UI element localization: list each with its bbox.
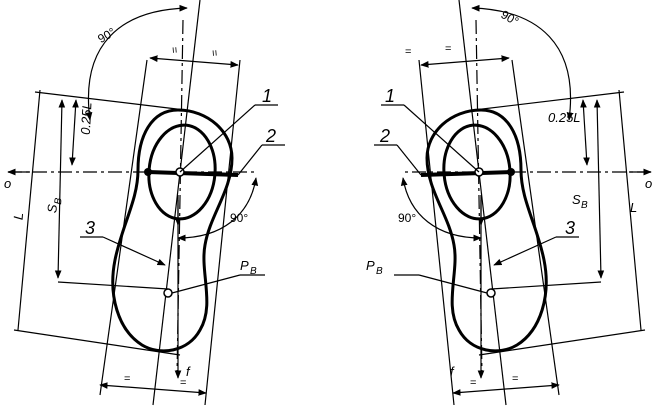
left-L-label: L xyxy=(11,212,27,221)
left-angle-mid-label: 90° xyxy=(230,211,248,225)
left-angle-arc-mid xyxy=(177,177,259,242)
left-f-label: f xyxy=(186,364,191,379)
left-leader-pb xyxy=(171,274,241,294)
right-o-label: o xyxy=(645,176,652,191)
right-callout-2: 2 xyxy=(379,126,390,146)
left-eq-bot-b: = xyxy=(180,377,186,389)
left-sb-sub: B xyxy=(53,197,65,205)
left-leader-2 xyxy=(237,144,263,176)
right-025L-dim-line xyxy=(580,99,590,166)
right-heel-width-line xyxy=(420,170,512,177)
left-ext-line-top xyxy=(34,91,186,111)
left-sb-main: S xyxy=(44,203,60,213)
right-callout-1: 1 xyxy=(385,86,395,106)
right-025L-label: 0.25L xyxy=(548,110,581,125)
left-top-width-dim xyxy=(149,55,239,68)
right-pb-main: P xyxy=(366,258,375,273)
right-eq-top-a: = xyxy=(445,43,451,55)
right-heel-edge-point xyxy=(507,168,515,176)
left-eq-top-b: = xyxy=(208,49,221,56)
right-leader-2 xyxy=(396,144,422,176)
left-pb-sub: B xyxy=(250,266,257,277)
right-L-label: L xyxy=(630,200,637,215)
left-angle-top-label: 90° xyxy=(95,25,118,46)
right-sb-sub: B xyxy=(581,200,588,211)
right-angle-arc-top xyxy=(471,4,574,121)
left-ext-line-pb xyxy=(57,281,169,290)
right-footprint xyxy=(374,0,652,406)
left-o-label: o xyxy=(4,176,11,191)
left-footprint: 1 2 3 90° 90° 0.25L S B L P B o f = = = … xyxy=(4,0,285,406)
right-sb-dim-line xyxy=(593,99,605,279)
left-bottom-width-dim xyxy=(99,382,207,396)
right-ext-line-pb xyxy=(490,281,602,290)
right-f-label: f xyxy=(450,364,455,379)
left-foot-outline xyxy=(111,108,234,353)
right-eq-top-b: = xyxy=(405,46,411,58)
right-angle-arc-mid xyxy=(400,177,482,242)
right-eq-bot-a: = xyxy=(470,377,476,389)
left-eq-top-a: = xyxy=(168,46,181,53)
left-pb-main: P xyxy=(240,258,249,273)
right-pb-point xyxy=(486,288,496,298)
right-foot-outline xyxy=(425,108,548,353)
left-leader-3 xyxy=(102,236,166,266)
right-ext-line-bottom xyxy=(478,329,646,356)
left-angle-arc-top xyxy=(85,4,188,121)
right-ext-line-top xyxy=(473,91,625,111)
right-callout-3: 3 xyxy=(565,218,575,238)
right-sb-main: S xyxy=(572,192,581,207)
left-vertical-boundary xyxy=(152,0,201,406)
left-callout-1: 1 xyxy=(262,86,272,106)
right-leader-1 xyxy=(403,104,480,173)
right-leader-pb xyxy=(418,274,488,294)
left-sb-label: S B xyxy=(44,197,65,214)
left-025L-label: 0.25L xyxy=(78,102,95,135)
left-heel-width-line xyxy=(147,170,239,177)
right-top-width-dim xyxy=(420,55,510,68)
right-angle-top-label: 90° xyxy=(498,7,521,28)
left-pb-point xyxy=(163,288,173,298)
left-eq-bot-a: = xyxy=(124,373,130,385)
right-eq-bot-b: = xyxy=(512,373,518,385)
left-leader-1 xyxy=(179,104,256,173)
left-callout-3: 3 xyxy=(85,218,95,238)
left-callout-2: 2 xyxy=(265,126,276,146)
left-025L-dim-line xyxy=(69,99,79,166)
left-L-dim-line xyxy=(17,89,41,331)
left-heel-edge-point xyxy=(144,168,152,176)
left-sb-dim-line xyxy=(54,99,66,279)
right-pb-sub: B xyxy=(376,266,383,277)
right-vertical-boundary xyxy=(458,0,507,406)
right-L-dim-line xyxy=(618,89,642,331)
right-bottom-width-dim xyxy=(452,382,560,396)
right-angle-mid-label: 90° xyxy=(398,211,416,225)
left-ext-line-bottom xyxy=(13,329,181,356)
right-leader-3 xyxy=(493,236,557,266)
